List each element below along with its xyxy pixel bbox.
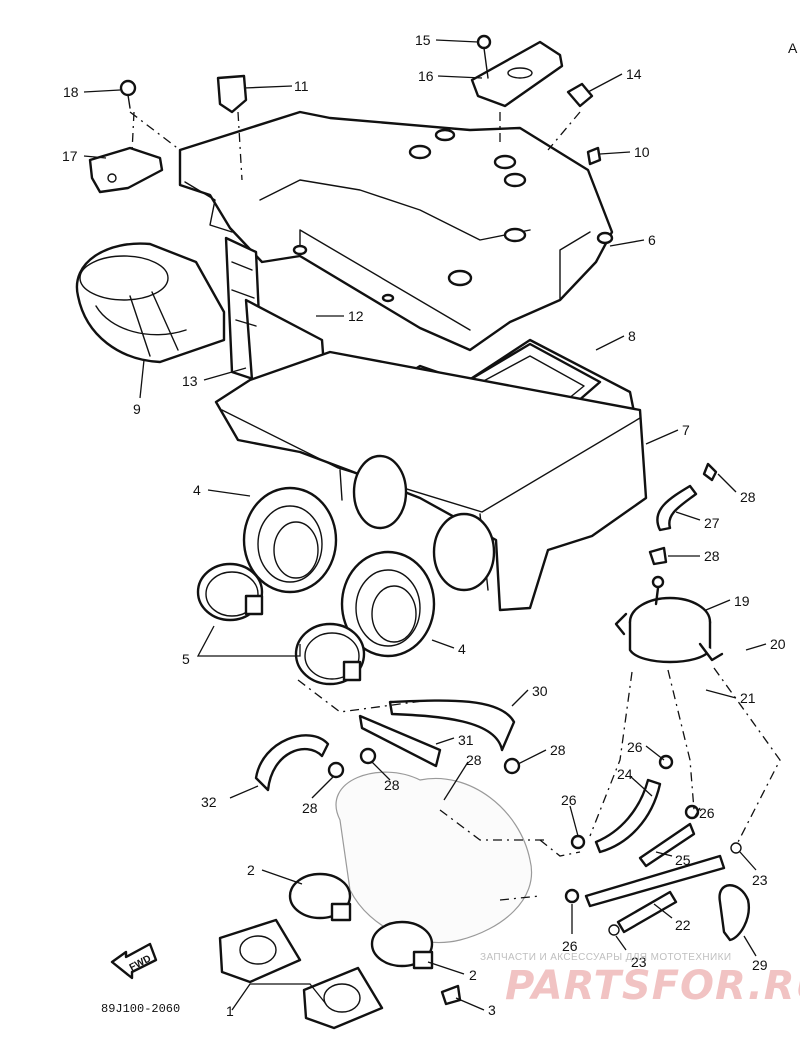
callout-23-b: 23 [631, 954, 647, 970]
callout-22: 22 [675, 917, 691, 933]
callout-31: 31 [458, 732, 474, 748]
callout-1: 1 [226, 1003, 234, 1019]
hoses [254, 462, 750, 942]
callout-26-d: 26 [562, 938, 578, 954]
fuel-pump [614, 575, 724, 664]
callout-29: 29 [752, 957, 768, 973]
callout-10: 10 [634, 144, 650, 160]
diagram-code: 89J100-2060 [101, 1002, 181, 1016]
hose-clamps [196, 562, 366, 686]
callout-28-d: 28 [466, 752, 482, 768]
callout-6: 6 [648, 232, 656, 248]
watermark-tagline: ЗАПЧАСТИ И АКСЕССУАРЫ ДЛЯ МОТОТЕХНИКИ [480, 952, 732, 963]
air-funnel [75, 242, 226, 364]
callout-11: 11 [294, 78, 309, 94]
callout-13: 13 [182, 373, 198, 389]
callout-20: 20 [770, 636, 786, 652]
callout-28-e: 28 [384, 777, 400, 793]
callout-18: 18 [63, 84, 79, 100]
small-fasteners [88, 74, 602, 194]
callout-8: 8 [628, 328, 636, 344]
callout-12: 12 [348, 308, 364, 324]
callout-5: 5 [182, 651, 190, 667]
callout-3: 3 [488, 1002, 496, 1018]
carburetor-joints [242, 486, 436, 658]
fwd-arrow [110, 942, 158, 980]
callout-26-c: 26 [699, 805, 715, 821]
callout-27: 27 [704, 515, 720, 531]
assembly-lines [297, 667, 781, 901]
callout-24: 24 [617, 766, 633, 782]
carburetor-ghost [335, 771, 533, 944]
callout-32: 32 [201, 794, 217, 810]
callout-9: 9 [133, 401, 141, 417]
watermark-logo: PARTSFOR.RU [505, 963, 800, 1009]
callout-28-b: 28 [704, 548, 720, 564]
air-cleaner-case [214, 350, 648, 612]
callout-19: 19 [734, 593, 750, 609]
callout-26-a: 26 [627, 739, 643, 755]
callout-23-a: 23 [752, 872, 768, 888]
callout-15: 15 [415, 32, 431, 48]
intake-manifolds [218, 872, 462, 1030]
callout-17: 17 [62, 148, 78, 164]
callout-14: 14 [626, 66, 642, 82]
callout-7: 7 [682, 422, 690, 438]
corner-glyph: A [788, 40, 798, 56]
callout-28-a: 28 [740, 489, 756, 505]
cover-plate [470, 34, 594, 151]
callout-21: 21 [740, 690, 756, 706]
callout-30: 30 [532, 683, 548, 699]
air-box-cover [178, 110, 614, 352]
callout-28-f: 28 [302, 800, 318, 816]
callout-28-c: 28 [550, 742, 566, 758]
callout-25: 25 [675, 852, 691, 868]
callout-2-upper: 2 [247, 862, 255, 878]
callout-4-lower: 4 [458, 641, 466, 657]
callout-2-lower: 2 [469, 967, 477, 983]
callout-4-upper: 4 [193, 482, 201, 498]
callout-16: 16 [418, 68, 434, 84]
leader-lines [83, 39, 767, 1011]
callout-26-b: 26 [561, 792, 577, 808]
